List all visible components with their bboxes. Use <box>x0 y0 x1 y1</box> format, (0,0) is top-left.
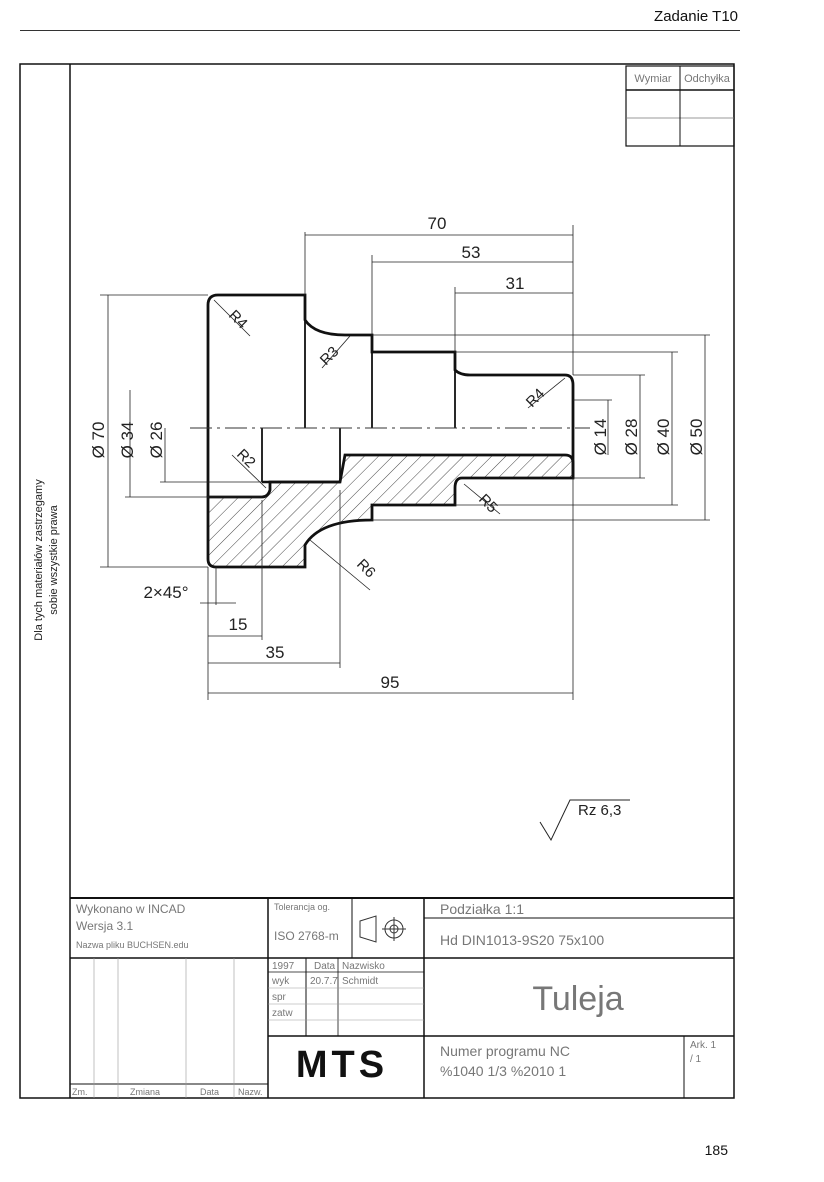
dim-r5: R5 <box>475 491 501 517</box>
side-note-line2: sobie wszystkie prawa <box>48 504 60 614</box>
tb-nazwisko-label: Nazwisko <box>342 961 385 972</box>
dim-chamfer: 2×45° <box>143 583 188 602</box>
dim-35: 35 <box>266 643 285 662</box>
tb-data-label: Data <box>314 961 336 972</box>
tb-rev-nazw: Nazw. <box>238 1087 263 1097</box>
tb-program-nums: %1040 1/3 %2010 1 <box>440 1063 566 1079</box>
tb-program-label: Numer programu NC <box>440 1043 570 1059</box>
dim-dia70: Ø 70 <box>89 422 108 459</box>
dim-dia40: Ø 40 <box>654 419 673 456</box>
tb-zatw: zatw <box>272 1008 293 1019</box>
tb-made-with: Wykonano w INCAD <box>76 902 186 916</box>
page-number: 185 <box>704 1142 728 1158</box>
tb-rev-zm: Zm. <box>72 1087 88 1097</box>
dim-r4-left: R4 <box>225 307 251 333</box>
tb-wyk: wyk <box>271 976 290 987</box>
tb-tolerance-value: ISO 2768-m <box>274 929 339 943</box>
tb-material: Hd DIN1013-9S20 75x100 <box>440 932 604 948</box>
header-rule <box>20 30 740 31</box>
tb-tolerance-label: Tolerancja og. <box>274 902 330 912</box>
dim-95: 95 <box>381 673 400 692</box>
dim-31: 31 <box>506 274 525 293</box>
dim-dia28: Ø 28 <box>622 419 641 456</box>
dim-r6: R6 <box>353 556 379 582</box>
dim-15: 15 <box>229 615 248 634</box>
tb-file-name: Nazwa pliku BUCHSEN.edu <box>76 940 189 950</box>
projection-symbol <box>359 915 406 943</box>
dim-dia26: Ø 26 <box>147 422 166 459</box>
header-title: Zadanie T10 <box>654 8 738 25</box>
dim-r3: R3 <box>317 343 343 369</box>
dim-dia34: Ø 34 <box>118 422 137 459</box>
tb-sheet: Ark. 1 <box>690 1040 717 1051</box>
tb-sheets: / 1 <box>690 1054 702 1065</box>
side-note-line1: Dla tych materiałów zastrzegamy <box>33 479 45 641</box>
svg-text:MTS: MTS <box>296 1044 388 1086</box>
tolerance-table: Wymiar Odchyłka <box>625 65 735 147</box>
dim-70: 70 <box>428 214 447 233</box>
roughness-symbol <box>539 799 630 842</box>
tb-wyk-name: Schmidt <box>342 976 378 987</box>
dim-53: 53 <box>462 243 481 262</box>
tb-version: Wersja 3.1 <box>76 919 133 933</box>
tb-rev-zmiana: Zmiana <box>130 1087 160 1097</box>
dim-dia50: Ø 50 <box>687 419 706 456</box>
roughness-value: Rz 6,3 <box>578 802 621 819</box>
dim-r4-right: R4 <box>523 385 549 411</box>
tb-rok: 1997 <box>272 961 295 972</box>
tb-rev-data: Data <box>200 1087 219 1097</box>
part-upper-outline <box>206 293 575 425</box>
tb-scale: Podziałka 1:1 <box>440 901 524 917</box>
tb-spr: spr <box>272 992 287 1003</box>
dim-dia14: Ø 14 <box>591 419 610 456</box>
table-col-odchylka: Odchyłka <box>684 73 731 85</box>
drawing-frame <box>19 63 735 1099</box>
mts-logo: MTS <box>286 1044 398 1086</box>
tb-wyk-date: 20.7.7 <box>310 976 338 987</box>
table-col-wymiar: Wymiar <box>634 73 672 85</box>
tb-part-name: Tuleja <box>532 980 623 1018</box>
dim-r2: R2 <box>233 446 259 472</box>
title-block <box>70 897 734 1098</box>
